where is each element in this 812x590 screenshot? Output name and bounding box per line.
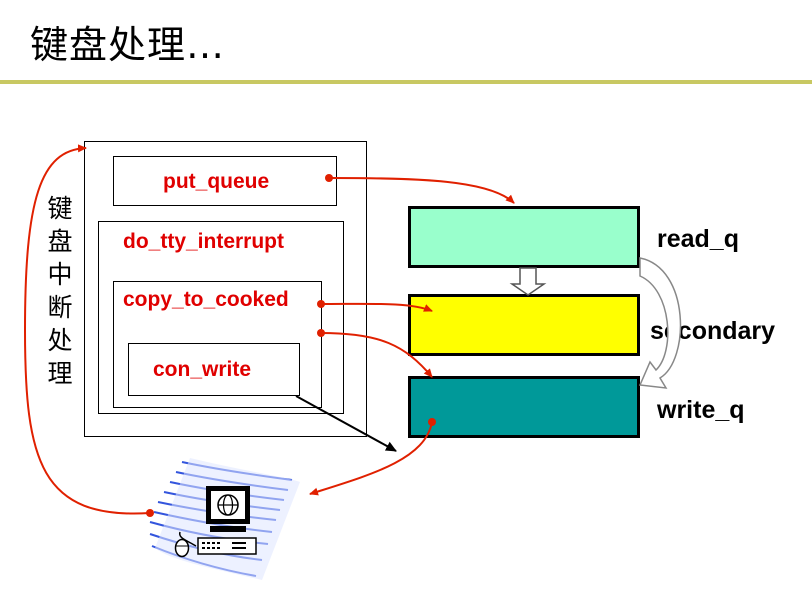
- title-rule: [0, 80, 812, 84]
- secondary-box: [408, 294, 640, 356]
- read-q-label: read_q: [657, 225, 739, 253]
- copy-to-secondary-arrow: [320, 302, 433, 312]
- put-queue-box: [113, 156, 337, 206]
- copy-to-write-q-arrow: [320, 332, 433, 378]
- read-q-box: [408, 206, 640, 268]
- write-q-to-terminal-arrow: [309, 421, 433, 496]
- con-write-label: con_write: [153, 358, 252, 381]
- keyboard-icon: [197, 537, 257, 555]
- computer-icon: [206, 486, 250, 532]
- write-q-label: write_q: [657, 396, 745, 424]
- side-label-char: 断: [47, 293, 73, 322]
- side-label-char: 盘: [47, 227, 73, 256]
- read-to-secondary-arrow: [509, 267, 547, 296]
- mouse-icon: [174, 531, 197, 558]
- side-label-char: 理: [47, 359, 73, 388]
- terminal-icon: [149, 458, 300, 580]
- do-tty-interrupt-label: do_tty_interrupt: [123, 230, 285, 253]
- page-title: 键盘处理…: [30, 23, 226, 67]
- put-queue-label: put_queue: [163, 170, 270, 193]
- side-label-char: 键: [47, 194, 73, 223]
- write-q-box: [408, 376, 640, 438]
- put-queue-to-read-q-arrow: [328, 177, 515, 204]
- con-write-to-write-q-arrow: [295, 395, 397, 452]
- side-label: 键 盘 中 断 处 理: [46, 192, 74, 390]
- side-label-char: 中: [47, 260, 73, 289]
- copy-to-cooked-label: copy_to_cooked: [123, 288, 289, 311]
- con-write-box: [128, 343, 300, 396]
- read-to-write-q-curve-arrow: [638, 257, 682, 389]
- keyboard-interrupt-loop-arrow: [23, 144, 151, 515]
- side-label-char: 处: [47, 326, 73, 355]
